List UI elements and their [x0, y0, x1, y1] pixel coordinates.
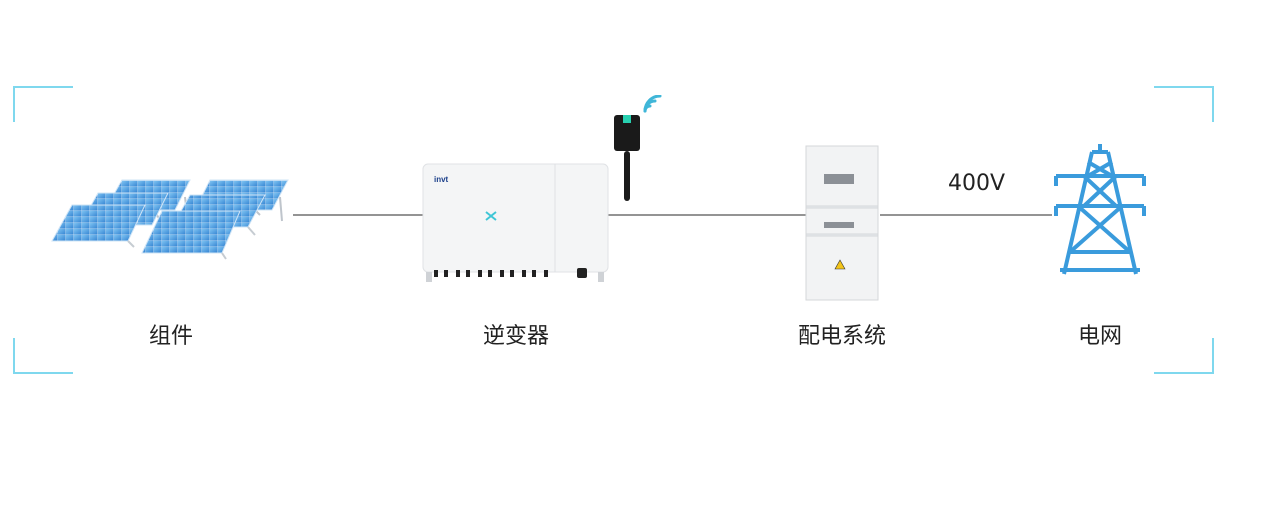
frame-corner-top-right	[1154, 86, 1214, 122]
wifi-signal-icon	[643, 95, 662, 113]
warning-icon	[834, 259, 846, 270]
modules-label: 组件	[148, 324, 194, 349]
brand-logo: invt	[434, 175, 449, 184]
solar-panel-icon	[51, 179, 289, 260]
transmission-tower-icon	[1054, 144, 1146, 275]
frame-corner-bottom-left	[13, 338, 73, 374]
inverter-icon: invt	[422, 163, 609, 282]
voltage-label: 400V	[948, 171, 1006, 196]
frame-corner-bottom-right	[1154, 338, 1214, 374]
grid-label: 电网	[1077, 324, 1123, 349]
distribution-label: 配电系统	[797, 324, 887, 349]
distribution-cabinet-icon	[805, 145, 879, 301]
inverter-label: 逆变器	[482, 324, 550, 349]
wifi-dongle-icon	[614, 95, 662, 201]
frame-corner-top-left	[13, 86, 73, 122]
